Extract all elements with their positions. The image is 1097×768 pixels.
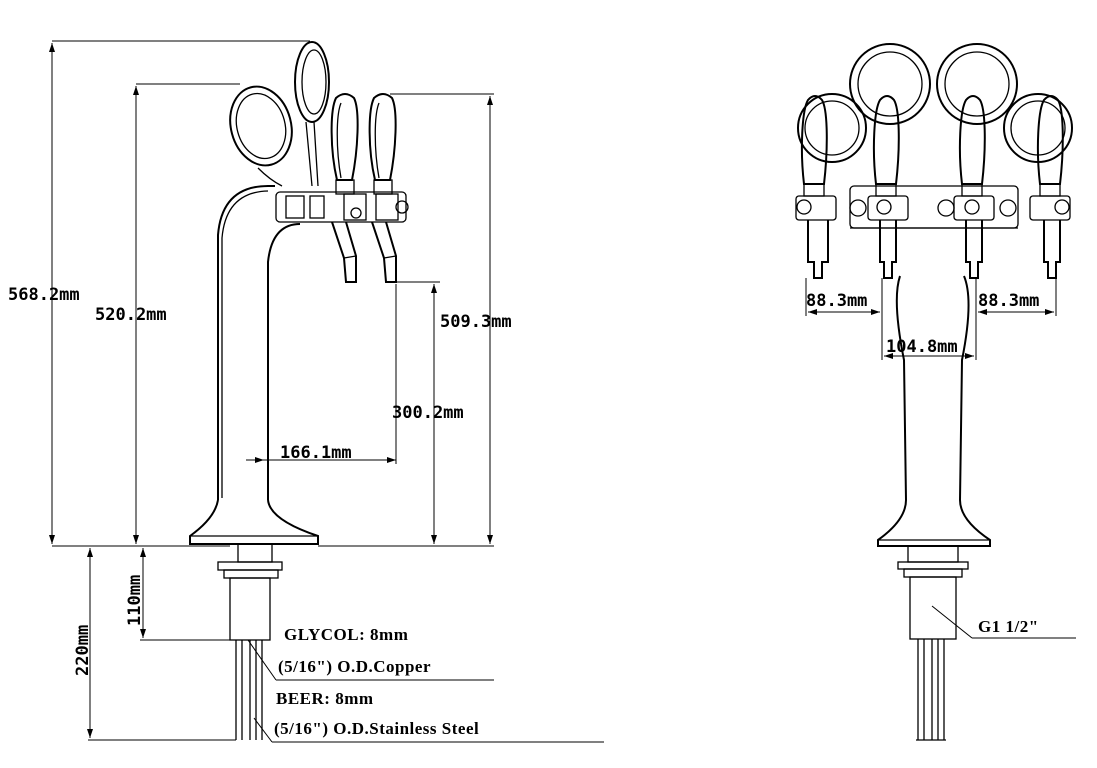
side-tap-handles xyxy=(330,93,397,181)
side-shank xyxy=(217,543,283,740)
glycol-pipe-label: (5/16") O.D.Copper xyxy=(278,657,431,676)
dim-tap-top-height-label: 509.3mm xyxy=(440,312,512,332)
side-tower-body xyxy=(189,185,319,545)
dim-body-height-label: 520.2mm xyxy=(95,305,167,325)
dim-tap-spacing-center-label: 104.8mm xyxy=(886,337,958,357)
front-medallions xyxy=(797,43,1073,163)
dim-spout-height: 300.2mm xyxy=(392,281,464,544)
dim-tap-spacing-right-label: 88.3mm xyxy=(978,291,1039,311)
beer-label: BEER: 8mm xyxy=(276,689,374,708)
dim-line-length: 220mm xyxy=(73,548,236,741)
side-tap-head xyxy=(275,179,409,223)
dim-body-height: 520.2mm xyxy=(95,83,240,544)
front-tap-2 xyxy=(849,95,909,279)
dim-line-length-label: 220mm xyxy=(73,625,93,676)
dim-spout-height-label: 300.2mm xyxy=(392,403,464,423)
side-view: 568.2mm 520.2mm 509.3mm 300.2mm 166.1mm xyxy=(8,40,604,743)
thread-note: G1 1/2" xyxy=(931,605,1076,639)
dim-tap-spacing-left: 88.3mm xyxy=(805,278,883,360)
side-spouts xyxy=(331,221,397,283)
front-tap-1 xyxy=(795,95,837,279)
beer-pipe-label: (5/16") O.D.Stainless Steel xyxy=(274,719,479,738)
front-tap-4 xyxy=(999,95,1071,279)
front-shank xyxy=(897,545,969,741)
dim-shank-length: 110mm xyxy=(125,548,232,641)
front-manifold xyxy=(849,185,1019,229)
side-medallions xyxy=(229,41,330,187)
front-tap-3 xyxy=(937,95,995,279)
dim-spout-reach: 166.1mm xyxy=(246,284,397,464)
dim-tap-spacing-left-label: 88.3mm xyxy=(806,291,867,311)
dim-total-height-label: 568.2mm xyxy=(8,285,80,305)
dim-spout-reach-label: 166.1mm xyxy=(280,443,352,463)
front-tower-body xyxy=(877,275,991,547)
glycol-label: GLYCOL: 8mm xyxy=(284,625,408,644)
dim-shank-length-label: 110mm xyxy=(125,575,145,626)
dim-tap-spacing-center: 104.8mm xyxy=(884,337,974,359)
dim-tap-spacing-right: 88.3mm xyxy=(975,278,1057,360)
front-view: G1 1/2" 88.3mm 88.3mm 104.8mm xyxy=(795,43,1076,741)
pipe-notes: GLYCOL: 8mm (5/16") O.D.Copper BEER: 8mm… xyxy=(247,625,604,743)
thread-note-label: G1 1/2" xyxy=(978,617,1039,636)
dim-tap-top-height: 509.3mm xyxy=(318,93,512,547)
dim-total-height: 568.2mm xyxy=(8,40,310,547)
